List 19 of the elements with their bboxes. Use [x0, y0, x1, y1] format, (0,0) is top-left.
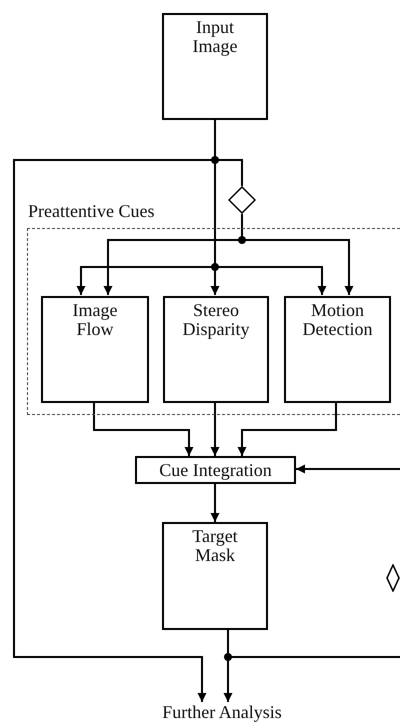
connector-arrow [238, 402, 337, 456]
connector-arrow [296, 464, 400, 474]
box-label: Target Mask [191, 525, 239, 565]
process-box [284, 296, 391, 403]
output-label: Further Analysis [140, 702, 304, 724]
box-label: Stereo Disparity [182, 299, 250, 339]
connector-arrow [210, 402, 220, 456]
connector-arrow [93, 402, 194, 456]
box-label: Input Image [192, 16, 238, 56]
process-box [41, 296, 149, 403]
box-label: Motion Detection [302, 299, 374, 339]
box-label: Cue Integration [159, 459, 272, 480]
box-label: Image Flow [72, 299, 118, 339]
connector-arrow [210, 484, 220, 522]
group-heading: Preattentive Cues [28, 201, 154, 222]
process-box [135, 456, 296, 484]
process-box [162, 13, 268, 120]
process-box [163, 296, 269, 403]
process-box [162, 522, 268, 630]
